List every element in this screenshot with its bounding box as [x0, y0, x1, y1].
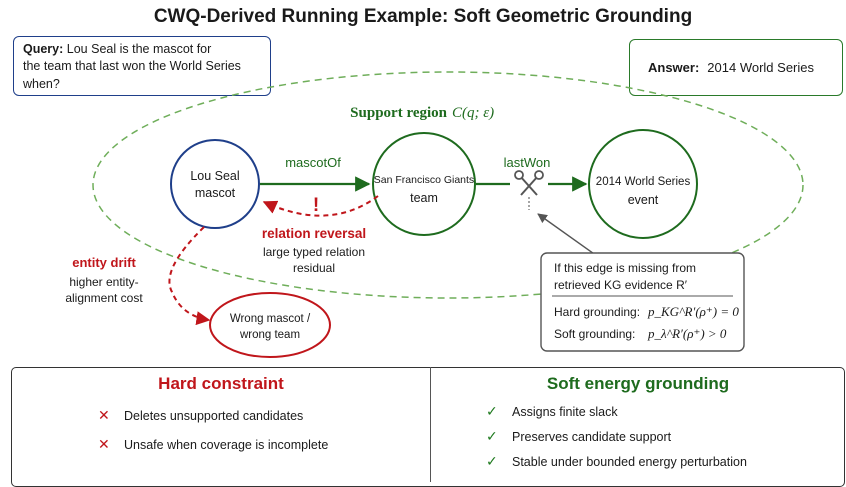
hard-constraint-item-text: Deletes unsupported candidates [124, 408, 304, 423]
scissors-icon [514, 170, 544, 210]
node-world-series-name: 2014 World Series [596, 176, 691, 188]
missing-edge-callout [540, 252, 745, 352]
query-line-3: when? [23, 76, 60, 91]
entity-drift-line-1: higher entity- [69, 275, 138, 289]
node-giants [372, 132, 476, 236]
relation-reversal-title: relation reversal [262, 226, 366, 241]
answer-label: Answer: [648, 60, 700, 75]
hard-grounding-label: Hard grounding: [554, 305, 640, 319]
hard-grounding-formula: p_KG^R′(ρ⁺) = 0 [647, 304, 739, 319]
query-line-2: the team that last won the World Series [23, 59, 241, 74]
node-wrong-line-1: Wrong mascot / [230, 313, 311, 325]
soft-grounding-formula: p_λ^R′(ρ⁺) > 0 [647, 326, 727, 341]
node-world-series-type: event [628, 193, 659, 207]
node-giants-type: team [410, 191, 438, 205]
soft-grounding-label: Soft grounding: [554, 327, 635, 341]
support-region-ellipse [92, 71, 804, 299]
relation-reversal-mark: ! [313, 195, 319, 216]
callout-line-1: If this edge is missing from [554, 261, 696, 275]
check-icon: ✓ [486, 428, 498, 444]
hard-constraint-title: Hard constraint [158, 374, 284, 393]
soft-grounding-item: ✓ Preserves candidate support [486, 428, 671, 445]
hard-constraint-item: ✕ Unsafe when coverage is incomplete [98, 436, 328, 453]
cross-icon: ✕ [98, 407, 110, 423]
callout-line-2: retrieved KG evidence R′ [554, 278, 688, 292]
page-title: CWQ-Derived Running Example: Soft Geomet… [153, 6, 693, 27]
soft-grounding-title: Soft energy grounding [546, 374, 730, 393]
callout-pointer [537, 213, 598, 257]
hard-constraint-item: ✕ Deletes unsupported candidates [98, 407, 303, 424]
hard-constraint-item-text: Unsafe when coverage is incomplete [124, 437, 329, 452]
node-giants-name: San Francisco Giants [374, 174, 474, 186]
support-region-label: Support region [350, 105, 447, 121]
soft-grounding-item-text: Preserves candidate support [512, 429, 672, 444]
soft-grounding-item-text: Stable under bounded energy perturbation [512, 454, 747, 469]
entity-drift-line-2: alignment cost [65, 291, 143, 305]
cross-icon: ✕ [98, 436, 110, 452]
query-box: Query: Lou Seal is the mascot for the te… [13, 36, 271, 96]
soft-grounding-item: ✓ Assigns finite slack [486, 403, 618, 420]
edge-mascot-of-label: mascotOf [285, 155, 341, 170]
query-line-1: Lou Seal is the mascot for [66, 42, 212, 56]
comparison-divider [430, 367, 431, 482]
relation-reversal-line-1: large typed relation [263, 245, 365, 259]
relation-reversal-line-2: residual [293, 261, 335, 275]
soft-grounding-item-text: Assigns finite slack [512, 404, 618, 419]
edge-entity-drift [168, 226, 211, 326]
node-world-series [588, 129, 698, 239]
node-lou-seal-name: Lou Seal [190, 169, 239, 183]
answer-box: Answer: 2014 World Series [629, 39, 843, 96]
answer-value: 2014 World Series [707, 60, 815, 75]
node-lou-seal [170, 139, 260, 229]
node-wrong [209, 292, 331, 358]
check-icon: ✓ [486, 453, 498, 469]
entity-drift-title: entity drift [72, 255, 136, 270]
support-region-formula: C(q; ε) [452, 105, 494, 121]
edge-relation-reversal [262, 195, 379, 217]
node-lou-seal-type: mascot [195, 186, 236, 200]
check-icon: ✓ [486, 403, 498, 419]
node-wrong-line-2: wrong team [239, 329, 300, 341]
soft-grounding-item: ✓ Stable under bounded energy perturbati… [486, 453, 747, 470]
edge-last-won-label: lastWon [504, 155, 551, 170]
query-label: Query: [23, 42, 64, 56]
